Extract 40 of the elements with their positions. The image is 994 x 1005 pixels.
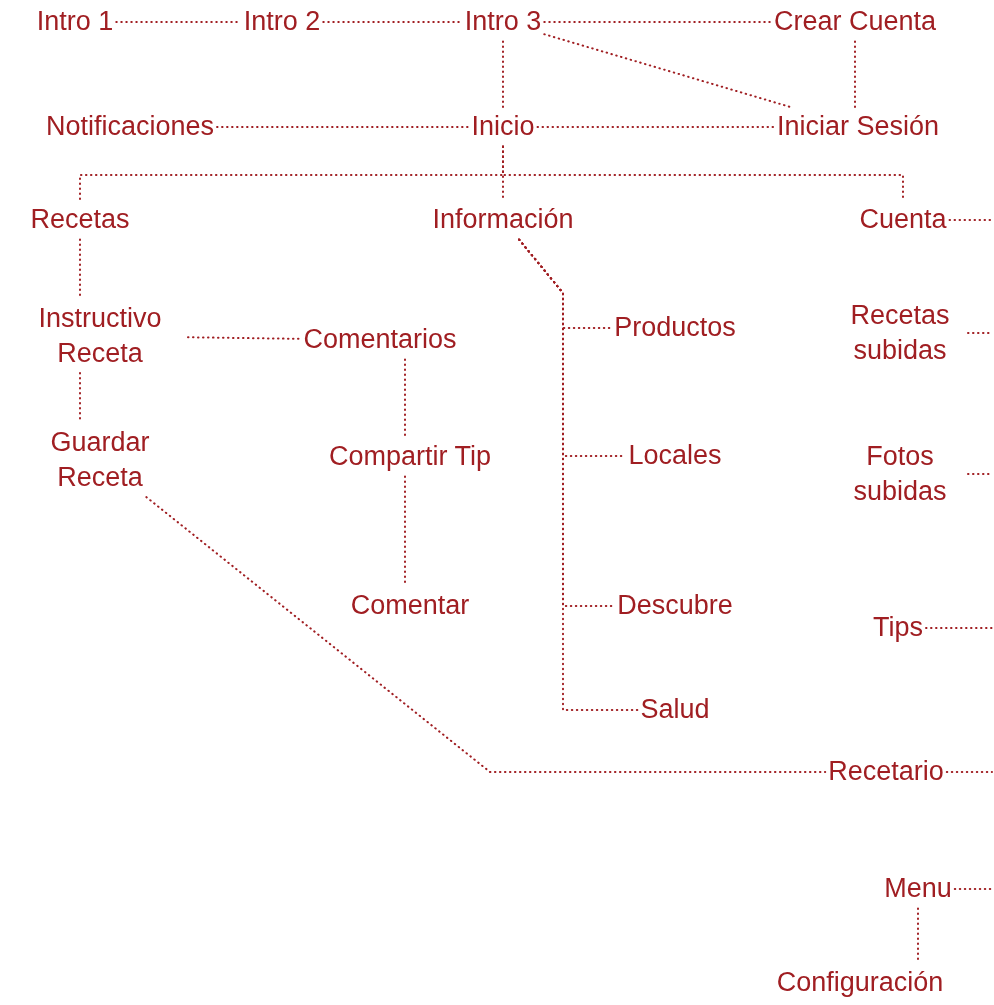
screen-label: Productos	[611, 308, 739, 348]
screen-label: Crear Cuenta	[770, 2, 940, 42]
screen-label: Iniciar Sesión	[773, 107, 943, 147]
dotted-connector	[536, 126, 775, 128]
screen-label: Inicio	[468, 107, 538, 147]
screen-label: Fotos subidas	[832, 436, 968, 512]
screen-label: Recetario	[825, 752, 947, 792]
screen-label: Comentar	[347, 586, 473, 626]
dotted-connector	[145, 496, 827, 773]
screen-label: Cuenta	[856, 200, 950, 240]
screen-label: Intro 2	[240, 2, 324, 42]
screen-label: Información	[429, 200, 577, 240]
screen-label: Guardar Receta	[22, 422, 178, 498]
dotted-connector	[322, 21, 463, 23]
screen-label: Tips	[870, 608, 926, 648]
screen-label: Intro 1	[33, 2, 117, 42]
dotted-connector	[216, 126, 470, 128]
screen-label: Instructivo Receta	[12, 298, 188, 374]
dotted-connector	[518, 238, 639, 711]
screen-label: Locales	[625, 436, 725, 476]
screen-label: Comentarios	[300, 320, 460, 360]
dotted-connector	[187, 336, 302, 340]
screen-label: Recetas	[27, 200, 133, 240]
screen-label: Salud	[637, 690, 713, 730]
dotted-connector	[502, 40, 504, 109]
dotted-connector	[543, 33, 793, 109]
screen-label: Compartir Tip	[326, 437, 494, 477]
screen-label: Descubre	[614, 586, 736, 626]
dotted-connector	[953, 888, 993, 890]
screen-label: Intro 3	[461, 2, 545, 42]
dotted-connector	[854, 40, 856, 109]
screen-label: Notificaciones	[42, 107, 218, 147]
dotted-connector	[404, 358, 406, 439]
screen-label: Menu	[881, 869, 955, 909]
screen-label: Configuración	[773, 963, 947, 1003]
dotted-connector	[925, 627, 993, 629]
dotted-connector	[945, 771, 993, 773]
dotted-connector	[543, 21, 772, 23]
dotted-connector	[948, 219, 993, 221]
screen-label: Recetas subidas	[832, 295, 968, 371]
